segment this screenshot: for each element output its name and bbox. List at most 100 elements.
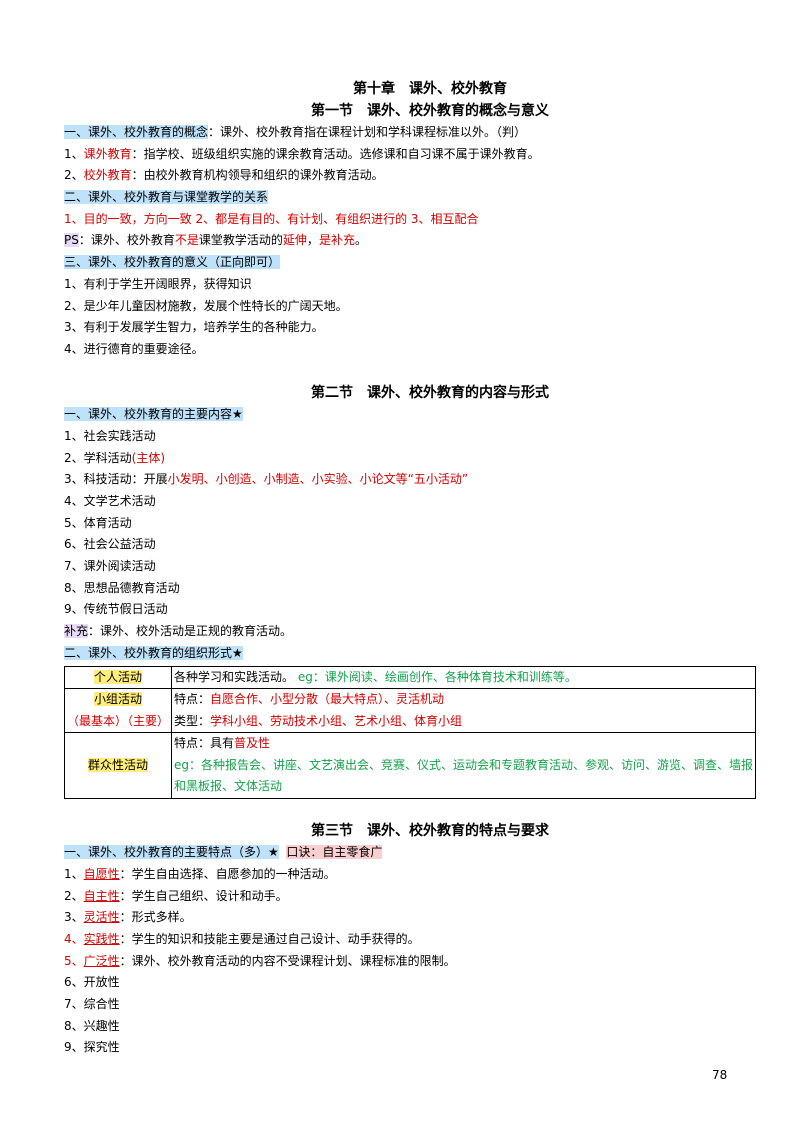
group-type-label: 类型： — [174, 713, 211, 728]
individual-activity-eg: eg：课外阅读、绘画创作、各种体育技术和训练等。 — [294, 669, 577, 684]
feature-key: 广泛性 — [83, 953, 120, 968]
content-item-2-note: (主体) — [131, 450, 166, 465]
feature-num: 1、 — [64, 866, 84, 881]
content-item-3-highlight: 小发明、小创造、小制造、小实验、小论文等“五小活动” — [167, 472, 469, 487]
feature-desc: ：学生自己组织、设计和动手。 — [119, 888, 288, 903]
content-item: 9、传统节假日活动 — [64, 602, 168, 617]
content-item: 6、社会公益活动 — [64, 537, 156, 552]
mass-feature-label: 特点：具有 — [174, 736, 235, 750]
feature-item: 8、兴趣性 — [64, 1018, 120, 1033]
content-item-3-text: 3、科技活动：开展 — [64, 472, 168, 487]
section3-title: 第三节 课外、校外教育的特点与要求 — [311, 823, 549, 840]
mass-eg-line1: eg：各种报告会、讲座、文艺演出会、竞赛、仪式、运动会和专题教育活动、参观、访问… — [174, 757, 754, 772]
feature-item: 2、自主性：学生自己组织、设计和动手。 — [64, 886, 736, 908]
s1-heading3: 三、课外、校外教育的意义（正向即可） — [64, 252, 736, 274]
ps-text-c: 课堂教学活动的 — [198, 233, 283, 248]
spacer — [64, 361, 736, 383]
content-item: 8、思想品德教育活动 — [64, 580, 180, 595]
s1-heading1: 一、课外、校外教育的概念：课外、校外教育指在课程计划和学科课程标准以外。（判） — [64, 122, 736, 144]
s1-heading2-label: 二、课外、校外教育与课堂教学的关系 — [64, 190, 269, 205]
feature-item: 5、广泛性：课外、校外教育活动的内容不受课程计划、课程标准的限制。 — [64, 951, 736, 973]
ps-text-g: 。 — [354, 233, 367, 248]
meaning-item: 3、有利于发展学生智力，培养学生的各种能力。 — [64, 320, 324, 335]
s1-heading1-rest: ：课外、校外教育指在课程计划和学科课程标准以外。（判） — [208, 125, 527, 139]
table-cell-content: 特点：具有普及性 eg：各种报告会、讲座、文艺演出会、竞赛、仪式、运动会和专题教育… — [171, 732, 757, 799]
group-feature-text: 自愿合作、小型分散（最大特点）、灵活机动 — [210, 692, 445, 706]
feature-key: 自愿性 — [83, 866, 120, 881]
s1-line2: 2、校外教育：由校外教育机构领导和组织的课外教育活动。 — [64, 165, 736, 187]
section2-title: 第二节 课外、校外教育的内容与形式 — [311, 385, 549, 402]
s2-supplement: 补充：课外、校外活动是正规的教育活动。 — [64, 621, 736, 643]
mass-eg-line2: 和黑板报、文体活动 — [174, 779, 283, 793]
mnemonic-badge: 口诀：自主零食广 — [286, 845, 383, 860]
meaning-item: 2、是少年儿童因材施教，发展个性特长的广阔天地。 — [64, 298, 348, 313]
ps-text-e: ， — [306, 233, 319, 248]
mass-feature-text: 普及性 — [234, 736, 271, 750]
feature-item: 9、探究性 — [64, 1040, 120, 1055]
s1-heading3-label: 三、课外、校外教育的意义（正向即可） — [64, 255, 281, 270]
feature-item: 3、灵活性：形式多样。 — [64, 907, 736, 929]
s1-line1-rest: ：指学校、班级组织实施的课余教育活动。选修课和自习课不属于课外教育。 — [131, 146, 540, 161]
s1-line2-num: 2、 — [64, 168, 84, 183]
s1-heading1-label: 一、课外、校外教育的概念 — [64, 125, 209, 139]
table-row: 小组活动（最基本）（主要） 特点：自愿合作、小型分散（最大特点）、灵活机动类型：… — [63, 688, 757, 733]
s3-heading1-label: 一、课外、校外教育的主要特点（多）★ — [64, 845, 279, 860]
table-cell-content: 特点：自愿合作、小型分散（最大特点）、灵活机动类型：学科小组、劳动技术小组、艺术… — [171, 688, 757, 733]
feature-item: 1、自愿性：学生自由选择、自愿参加的一种活动。 — [64, 864, 736, 886]
s1-line1-num: 1、 — [64, 146, 84, 161]
feature-desc: ：学生的知识和技能主要是通过自己设计、动手获得的。 — [119, 931, 420, 946]
ps-text-b: 不是 — [174, 233, 199, 248]
s2-heading1: 一、课外、校外教育的主要内容★ — [64, 404, 736, 426]
s1-line2-rest: ：由校外教育机构领导和组织的课外教育活动。 — [131, 168, 384, 183]
table-row: 个人活动 各种学习和实践活动。 eg：课外阅读、绘画创作、各种体育技术和训练等。 — [63, 665, 757, 689]
table-cell-label: 小组活动（最基本）（主要） — [63, 688, 173, 733]
page-number: 78 — [712, 1068, 728, 1082]
content-item: 4、文学艺术活动 — [64, 494, 156, 508]
section1-title: 第一节 课外、校外教育的概念与意义 — [311, 103, 549, 119]
mass-activity-label: 群众性活动 — [88, 757, 149, 772]
s1-line1: 1、课外教育：指学校、班级组织实施的课余教育活动。选修课和自习课不属于课外教育。 — [64, 144, 736, 166]
table-cell-label: 群众性活动 — [63, 732, 173, 799]
meaning-item: 1、有利于学生开阔眼界，获得知识 — [64, 276, 252, 291]
table-cell-content: 各种学习和实践活动。 eg：课外阅读、绘画创作、各种体育技术和训练等。 — [171, 665, 757, 689]
chapter-title: 第十章 课外、校外教育 — [353, 81, 507, 97]
individual-activity-desc: 各种学习和实践活动。 — [174, 669, 295, 684]
feature-desc: ：课外、校外教育活动的内容不受课程计划、课程标准的限制。 — [119, 953, 456, 968]
s1-line2-key: 校外教育 — [83, 168, 132, 183]
content-item: 3、科技活动：开展小发明、小创造、小制造、小实验、小论文等“五小活动” — [64, 469, 736, 491]
table-row: 群众性活动 特点：具有普及性 eg：各种报告会、讲座、文艺演出会、竞赛、仪式、运动… — [63, 732, 757, 799]
supplement-text: ：课外、校外活动是正规的教育活动。 — [88, 624, 293, 639]
feature-num: 3、 — [64, 910, 84, 925]
feature-key: 自主性 — [83, 888, 120, 903]
ps-text-a: ：课外、校外教育 — [78, 233, 175, 248]
feature-num: 4、 — [64, 931, 84, 946]
group-type-text: 学科小组、劳动技术小组、艺术小组、体育小组 — [210, 713, 463, 728]
feature-key: 实践性 — [83, 931, 120, 946]
feature-item: 7、综合性 — [64, 997, 120, 1011]
ps-text-f: 是补充 — [318, 233, 355, 248]
s3-heading1: 一、课外、校外教育的主要特点（多）★ 口诀：自主零食广 — [64, 842, 736, 864]
ps-text-d: 延伸 — [282, 233, 307, 248]
s1-ps-line: PS：课外、校外教育不是课堂教学活动的延伸，是补充。 — [64, 230, 736, 252]
content-item: 1、社会实践活动 — [64, 428, 156, 443]
content-item-2-text: 2、学科活动 — [64, 450, 132, 465]
content-item: 2、学科活动(主体) — [64, 448, 736, 470]
feature-item: 6、开放性 — [64, 975, 120, 990]
meaning-item: 4、进行德育的重要途径。 — [64, 341, 204, 356]
s1-relation-line: 1、目的一致，方向一致 2、都是有目的、有计划、有组织进行的 3、相互配合 — [64, 211, 479, 226]
feature-item: 4、实践性：学生的知识和技能主要是通过自己设计、动手获得的。 — [64, 929, 736, 951]
feature-num: 2、 — [64, 888, 84, 903]
s2-heading2: 二、课外、校外教育的组织形式★ — [64, 643, 736, 665]
spacer — [64, 799, 736, 821]
s1-heading2: 二、课外、校外教育与课堂教学的关系 — [64, 187, 736, 209]
group-feature-label: 特点： — [174, 692, 211, 706]
individual-activity-label: 个人活动 — [94, 669, 143, 684]
supplement-label: 补充 — [64, 624, 89, 639]
feature-desc: ：学生自由选择、自愿参加的一种活动。 — [119, 866, 336, 881]
group-activity-label: 小组活动 — [94, 692, 143, 706]
s2-heading2-label: 二、课外、校外教育的组织形式★ — [64, 645, 243, 660]
feature-desc: ：形式多样。 — [119, 910, 192, 925]
table-cell-label: 个人活动 — [63, 665, 173, 689]
s2-heading1-label: 一、课外、校外教育的主要内容★ — [64, 407, 243, 422]
organization-forms-table: 个人活动 各种学习和实践活动。 eg：课外阅读、绘画创作、各种体育技术和训练等。… — [63, 665, 757, 799]
